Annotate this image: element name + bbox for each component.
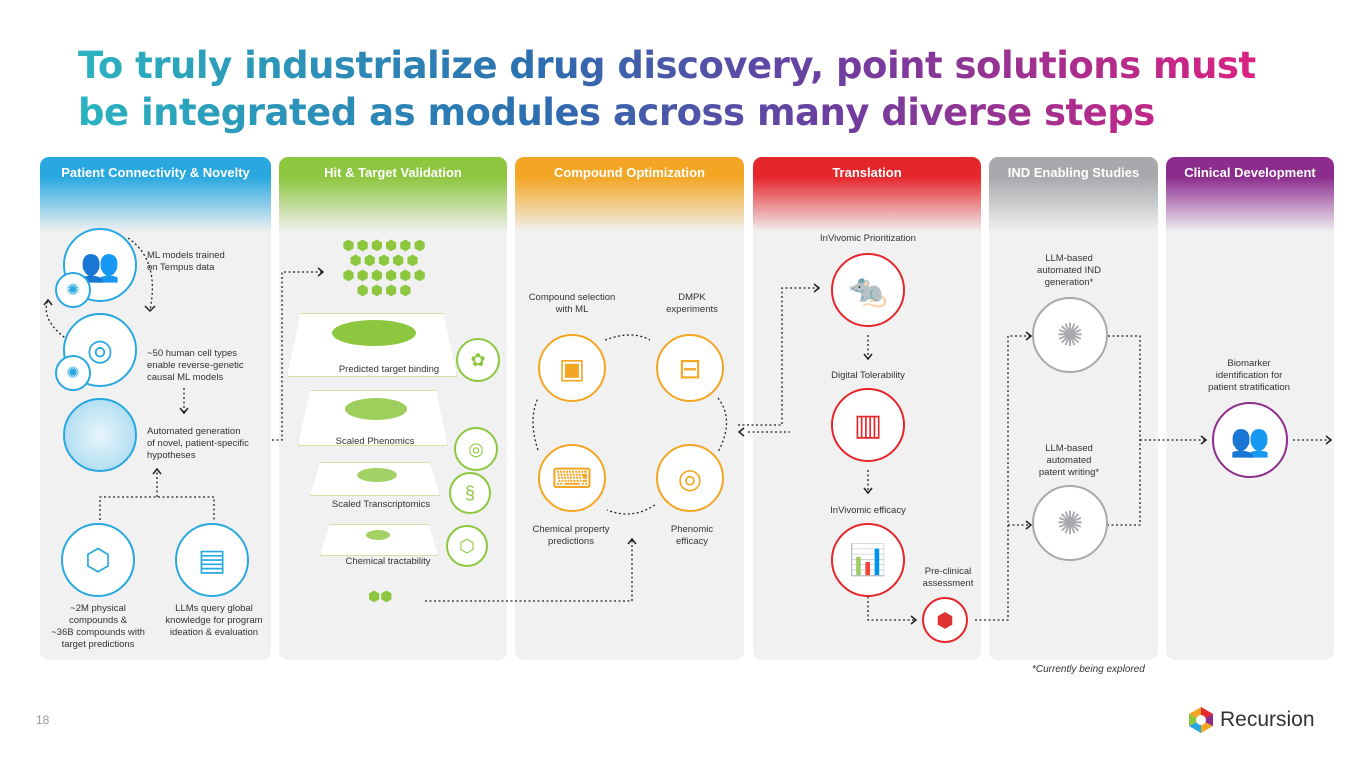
patent-writing-label: LLM-based automated patent writing* — [1038, 443, 1100, 478]
phenomic-efficacy-label: Phenomic efficacy — [670, 524, 714, 547]
neural-network-icon: ✺ — [55, 272, 91, 308]
slide-title: To truly industrialize drug discovery, p… — [78, 42, 1278, 136]
lab-instrument-icon: ⊟ — [656, 334, 724, 402]
target-protein-icon: ✿ — [456, 338, 500, 382]
layer-label: Chemical tractability — [345, 556, 431, 567]
funnel-layer — [320, 524, 438, 556]
column-header: Patient Connectivity & Novelty — [61, 165, 250, 180]
layer-label: Scaled Transcriptomics — [331, 499, 431, 510]
funnel-ellipse — [345, 398, 407, 420]
column-ind-enabling: IND Enabling Studies — [989, 157, 1158, 660]
monitor-chart-icon: ▥ — [831, 388, 905, 462]
molecule-icon: ⬡ — [61, 523, 135, 597]
column-header: Compound Optimization — [554, 165, 705, 180]
compound-library-icon: ⬢⬢⬢⬢⬢⬢⬢⬢⬢⬢⬢⬢⬢⬢⬢⬢⬢⬢⬢⬢⬢ — [342, 237, 428, 298]
cell-types-label: ~50 human cell types enable reverse-gene… — [147, 348, 244, 383]
column-header: Clinical Development — [1184, 165, 1316, 180]
compound-selection-label: Compound selection with ML — [528, 292, 616, 315]
page-number: 18 — [36, 713, 50, 727]
recursion-logo-icon — [1189, 707, 1213, 733]
compounds-label: ~2M physical compounds & ~36B compounds … — [51, 603, 145, 650]
column-header: Translation — [832, 165, 902, 180]
column-compound-optimization: Compound Optimization — [515, 157, 744, 660]
bar-chart-icon: 📊 — [831, 523, 905, 597]
column-header: IND Enabling Studies — [1007, 165, 1140, 180]
layer-label: Scaled Phenomics — [335, 436, 415, 447]
mouse-icon: 🐀 — [831, 253, 905, 327]
monitor-molecule-icon: ⌨ — [538, 444, 606, 512]
cell-icon: ◎ — [454, 427, 498, 471]
patient-group-icon: 👥 — [1212, 402, 1288, 478]
recursion-logo: Recursion — [1188, 706, 1315, 734]
hypotheses-label: Automated generation of novel, patient-s… — [147, 426, 249, 461]
logo-text: Recursion — [1220, 708, 1315, 731]
funnel-ellipse — [332, 320, 416, 346]
molecule-icon: ⬡ — [446, 525, 488, 567]
invivomic-prioritization-label: InVivomic Prioritization — [820, 233, 916, 244]
neural-network-icon: ✺ — [1032, 485, 1108, 561]
biomarker-label: Biomarker identification for patient str… — [1208, 358, 1290, 393]
ind-generation-label: LLM-based automated IND generation* — [1037, 253, 1101, 288]
column-hit-target-validation: Hit & Target Validation — [279, 157, 507, 660]
digital-tolerability-label: Digital Tolerability — [831, 370, 905, 381]
invivomic-efficacy-label: InVivomic efficacy — [830, 505, 906, 516]
funnel-ellipse — [366, 530, 390, 540]
column-header: Hit & Target Validation — [324, 165, 462, 180]
dmpk-label: DMPK experiments — [666, 292, 718, 315]
hypothesis-map-icon — [63, 398, 137, 472]
cell-icon: ◎ — [656, 444, 724, 512]
dna-icon: § — [449, 472, 491, 514]
chip-icon: ▣ — [538, 334, 606, 402]
neural-network-icon: ✺ — [1032, 297, 1108, 373]
neural-network-icon: ✺ — [55, 355, 91, 391]
preclinical-label: Pre-clinical assessment — [922, 566, 974, 589]
layer-label: Predicted target binding — [338, 364, 440, 375]
llms-label: LLMs query global knowledge for program … — [165, 603, 263, 638]
funnel-ellipse — [357, 468, 397, 482]
hit-molecule-icon: ⬢⬢ — [368, 588, 393, 604]
footnote: *Currently being explored — [1032, 664, 1145, 675]
ml-models-label: ML models trained on Tempus data — [147, 250, 225, 273]
chemical-property-label: Chemical property predictions — [532, 524, 610, 547]
pill-molecule-icon: ⬢ — [922, 597, 968, 643]
document-icon: ▤ — [175, 523, 249, 597]
patients-icon: 👥 — [63, 228, 137, 302]
